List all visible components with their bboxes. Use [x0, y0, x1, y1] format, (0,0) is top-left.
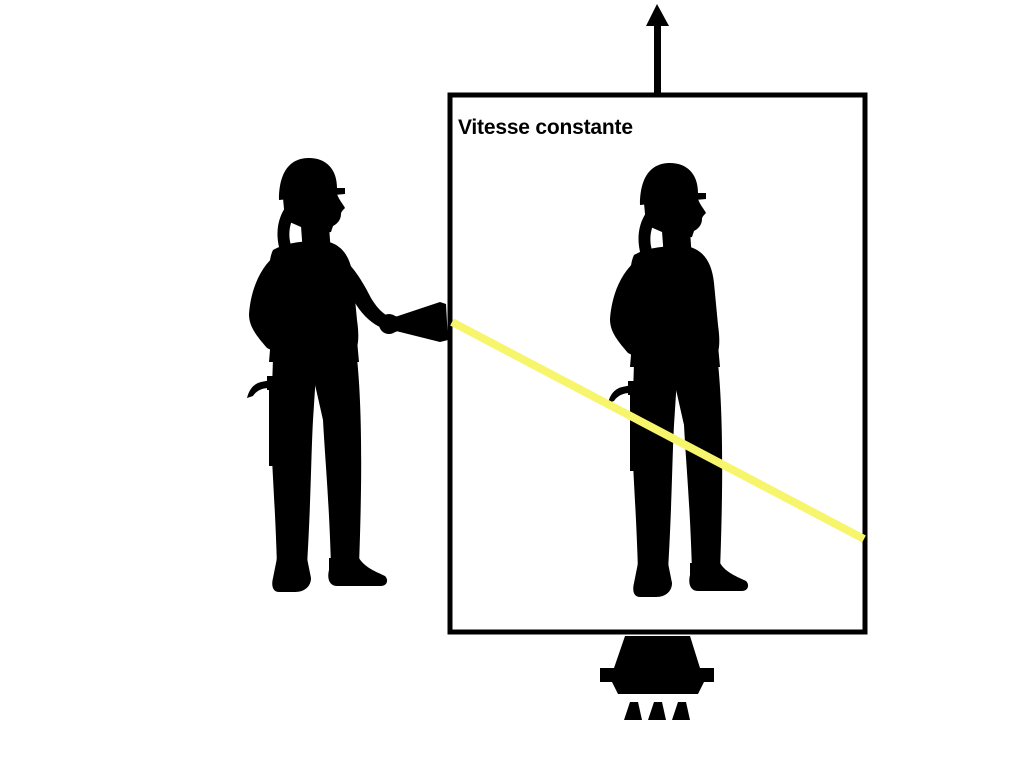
- rocket-engine-icon: [600, 636, 714, 720]
- flashlight-icon: [384, 302, 448, 342]
- arrow-up-icon: [646, 4, 669, 94]
- inside-worker-figure: [608, 163, 749, 597]
- box-label: Vitesse constante: [458, 116, 633, 139]
- outside-worker-figure: [247, 158, 399, 592]
- light-beam: [450, 318, 866, 543]
- moving-box: [447, 92, 868, 635]
